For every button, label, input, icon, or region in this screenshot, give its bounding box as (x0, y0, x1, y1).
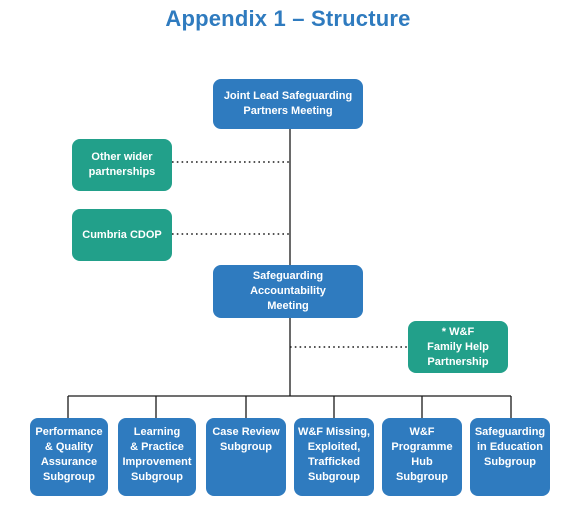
subgroup-box-case-review: Case Review Subgroup (206, 418, 286, 496)
subgroup-box-performance: Performance & Quality Assurance Subgroup (30, 418, 108, 496)
subgroup-box-missing-exploited: W&F Missing, Exploited, Trafficked Subgr… (294, 418, 374, 496)
cumbria-cdop-box: Cumbria CDOP (72, 209, 172, 261)
page-title: Appendix 1 – Structure (165, 6, 411, 31)
subgroup-box-safeguarding-education: Safeguarding in Education Subgroup (470, 418, 550, 496)
family-help-partnership-box: * W&F Family Help Partnership (408, 321, 508, 373)
subgroup-box-learning: Learning & Practice Improvement Subgroup (118, 418, 196, 496)
other-partnerships-box: Other wider partnerships (72, 139, 172, 191)
accountability-meeting-box: Safeguarding Accountability Meeting (213, 265, 363, 318)
subgroup-box-programme-hub: W&F Programme Hub Subgroup (382, 418, 462, 496)
joint-lead-meeting-box: Joint Lead Safeguarding Partners Meeting (213, 79, 363, 129)
